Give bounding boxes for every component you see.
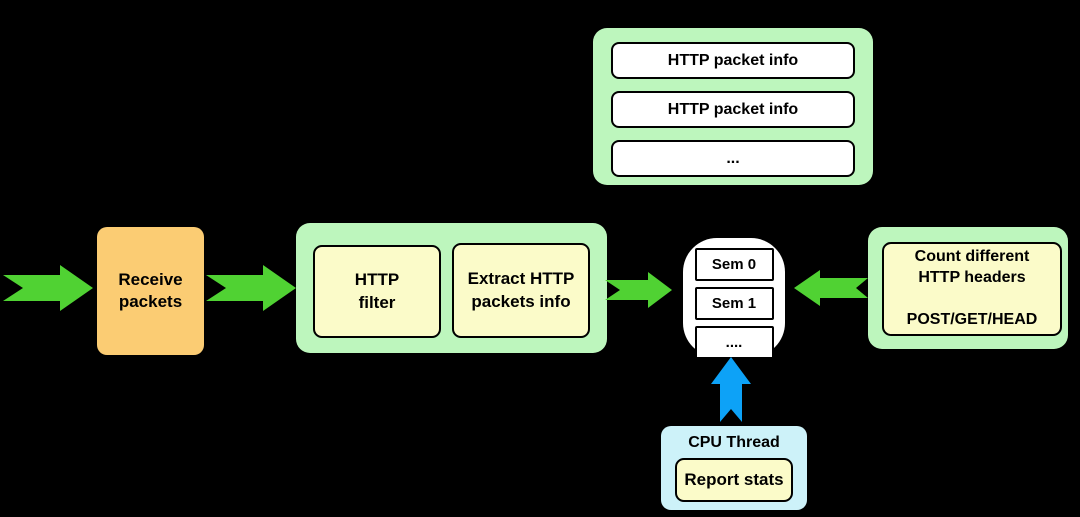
count-headers-methods-label: POST/GET/HEAD <box>906 310 1038 328</box>
worker-pipeline-node: HTTP filter Extract HTTP packets info <box>296 223 607 353</box>
counter-to-semaphore-arrow-icon <box>794 270 868 306</box>
http-filter-label-line1: HTTP <box>354 270 400 290</box>
semaphore-label: Sem 0 <box>711 256 757 273</box>
semaphore-item: Sem 0 <box>694 248 774 281</box>
receive-packets-label-line1: Receive <box>118 270 183 290</box>
semaphore-item: .... <box>694 326 774 359</box>
incoming-packets-arrow-icon <box>3 265 93 311</box>
report-stats-node: Report stats <box>675 458 793 502</box>
http-packet-queue: HTTP packet info HTTP packet info ... <box>593 28 873 185</box>
count-headers-node: Count different HTTP headers POST/GET/HE… <box>882 242 1062 336</box>
count-headers-label-line2: HTTP headers <box>918 269 1026 287</box>
pipeline-to-semaphore-arrow-icon <box>605 272 672 308</box>
count-headers-label-line1: Count different <box>914 248 1030 266</box>
queue-item-label: ... <box>726 149 740 167</box>
cpu-thread-node: CPU Thread Report stats <box>661 426 807 510</box>
extract-http-info-label-line1: Extract HTTP <box>467 269 575 289</box>
queue-item: ... <box>611 140 855 177</box>
semaphore-label: .... <box>725 334 743 351</box>
http-filter-label-line2: filter <box>358 292 396 312</box>
report-stats-label: Report stats <box>684 470 784 489</box>
queue-item-label: HTTP packet info <box>667 51 799 69</box>
semaphore-pool-node: Sem 0 Sem 1 .... <box>683 238 785 359</box>
count-headers-container: Count different HTTP headers POST/GET/HE… <box>868 227 1068 349</box>
receive-packets-label-line2: packets <box>118 292 183 311</box>
receive-to-pipeline-arrow-icon <box>206 265 296 311</box>
queue-item: HTTP packet info <box>611 42 855 79</box>
report-stats-up-arrow-icon <box>711 357 751 422</box>
extract-http-info-node: Extract HTTP packets info <box>452 243 590 338</box>
extract-http-info-label-line2: packets info <box>471 291 571 311</box>
semaphore-label: Sem 1 <box>711 295 757 312</box>
queue-item: HTTP packet info <box>611 91 855 128</box>
semaphore-item: Sem 1 <box>694 287 774 320</box>
cpu-thread-label: CPU Thread <box>688 434 780 451</box>
queue-item-label: HTTP packet info <box>667 100 799 118</box>
receive-packets-node: Receive packets <box>97 227 204 355</box>
http-filter-node: HTTP filter <box>313 245 441 338</box>
